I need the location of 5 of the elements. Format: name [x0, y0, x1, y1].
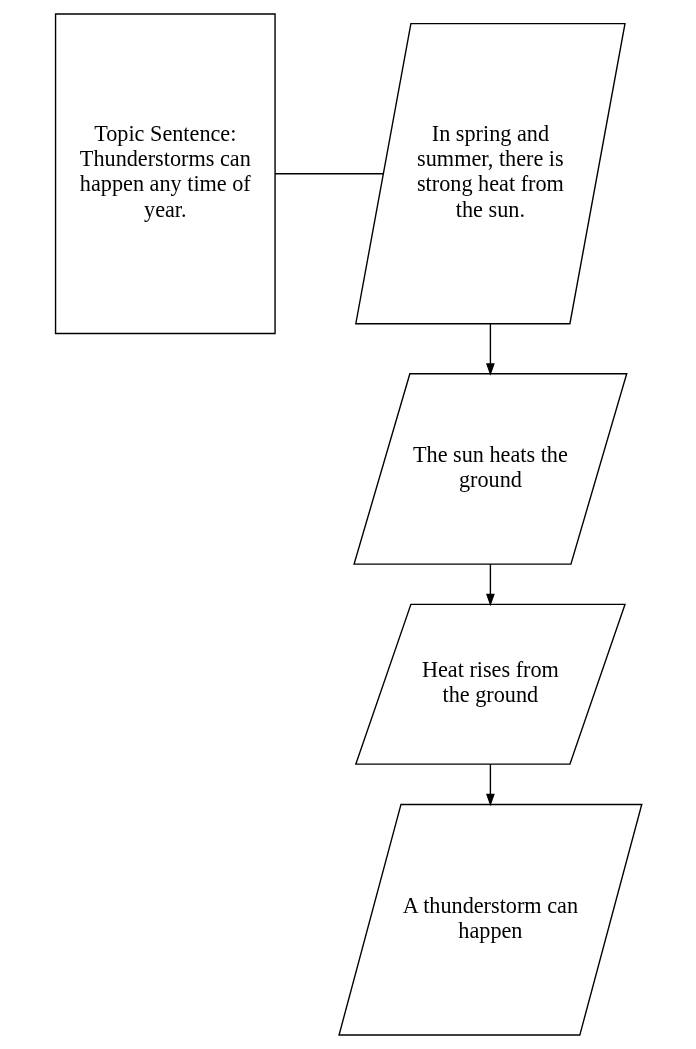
node-box: Topic Sentence: Thunderstorms can happen any time of year. — [54, 13, 276, 335]
arrow — [485, 563, 495, 607]
arrow — [485, 323, 495, 376]
arrow — [485, 763, 495, 807]
connector — [273, 173, 384, 175]
